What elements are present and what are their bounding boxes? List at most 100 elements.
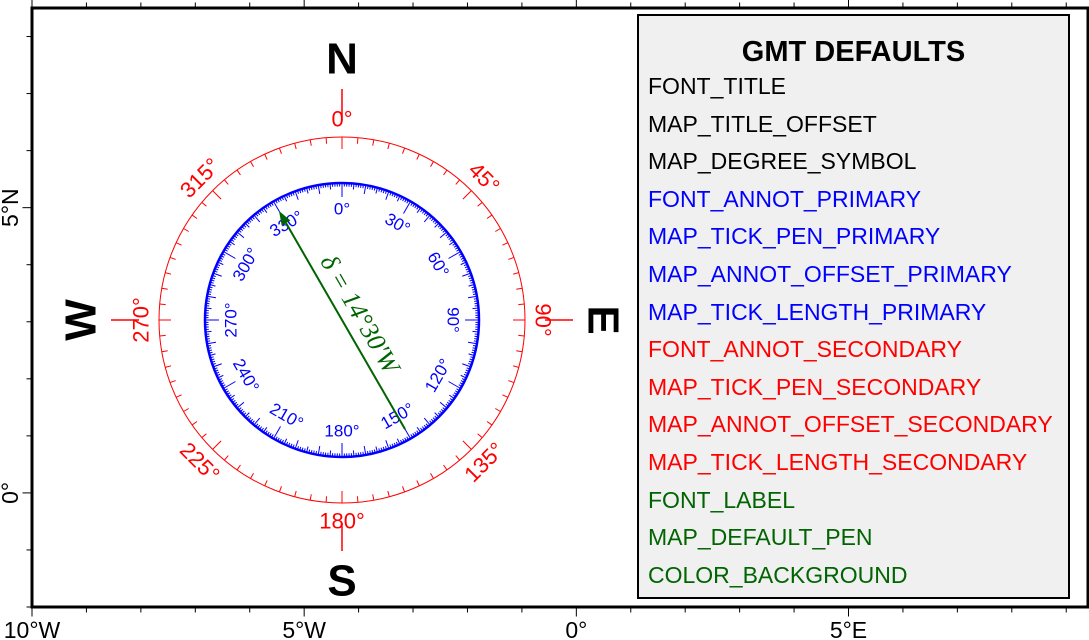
inner-tick: [434, 222, 440, 228]
inner-tick: [259, 426, 263, 430]
inner-annotation: 60°: [423, 249, 452, 281]
inner-tick: [473, 298, 478, 300]
outer-tick: [201, 201, 207, 207]
outer-tick: [278, 147, 282, 154]
inner-tick: [216, 373, 221, 377]
inner-tick: [268, 203, 272, 208]
inner-tick: [420, 427, 423, 432]
outer-tick: [402, 486, 406, 493]
inner-tick: [467, 295, 478, 299]
inner-tick: [239, 408, 244, 413]
inner-tick: [459, 382, 464, 385]
inner-tick: [320, 184, 322, 189]
inner-tick: [271, 202, 274, 206]
inner-tick: [213, 272, 222, 277]
outer-tick: [169, 380, 176, 384]
inner-tick: [317, 184, 321, 195]
inner-tick: [371, 186, 374, 191]
inner-tick: [215, 266, 220, 269]
inner-tick: [220, 255, 225, 258]
legend-title: GMT DEFAULTS: [741, 36, 966, 68]
inner-tick: [230, 239, 235, 242]
inner-tick: [468, 360, 473, 363]
inner-tick: [471, 288, 476, 291]
inner-tick: [233, 401, 238, 405]
inner-tick: [396, 195, 401, 202]
inner-tick: [416, 430, 420, 434]
inner-tick: [468, 353, 475, 356]
outer-annotation: 270°: [129, 297, 154, 343]
inner-tick: [205, 330, 212, 333]
inner-tick: [215, 371, 220, 374]
inner-tick: [462, 272, 471, 277]
legend-item: MAP_TICK_LENGTH_SECONDARY: [648, 448, 1028, 475]
inner-tick: [470, 356, 474, 359]
inner-tick: [296, 446, 300, 450]
inner-tick: [439, 231, 448, 239]
outer-tick: [443, 169, 448, 176]
outer-tick: [455, 455, 461, 461]
inner-tick: [213, 270, 218, 273]
outer-tick: [372, 139, 375, 146]
inner-tick: [434, 221, 438, 225]
inner-tick: [235, 403, 239, 407]
inner-tick: [261, 208, 264, 213]
inner-tick: [213, 363, 222, 368]
inner-tick: [446, 235, 451, 239]
inner-tick: [452, 394, 456, 398]
inner-tick: [248, 219, 252, 223]
outer-tick: [508, 256, 515, 260]
inner-tick: [469, 358, 474, 361]
inner-tick: [285, 441, 289, 446]
inner-tick: [228, 242, 232, 246]
inner-tick: [255, 213, 259, 217]
inner-tick: [264, 206, 268, 210]
inner-tick: [303, 448, 306, 452]
inner-tick: [223, 381, 236, 389]
inner-tick: [219, 257, 224, 260]
inner-tick: [352, 450, 355, 457]
inner-tick: [420, 208, 423, 213]
inner-tick: [430, 418, 435, 423]
inner-tick: [378, 188, 381, 192]
inner-tick: [226, 392, 231, 396]
inner-tick: [465, 369, 470, 372]
inner-tick: [212, 362, 216, 366]
inner-tick: [299, 189, 302, 194]
inner-tick: [384, 190, 388, 194]
inner-tick: [288, 193, 291, 198]
x-axis-label: 10°W: [4, 617, 61, 640]
y-axis-label: 5°N: [0, 188, 23, 227]
inner-tick: [208, 288, 213, 291]
x-axis-label: 5°W: [282, 617, 326, 640]
inner-tick: [226, 244, 231, 248]
legend-item: COLOR_BACKGROUND: [648, 561, 908, 588]
inner-tick: [373, 186, 376, 191]
legend-item: MAP_TICK_PEN_PRIMARY: [648, 223, 941, 250]
inner-tick: [218, 259, 223, 262]
outer-tick: [201, 433, 207, 439]
outer-tick: [486, 421, 493, 426]
inner-tick: [221, 253, 226, 256]
outer-tick: [512, 272, 519, 275]
inner-tick: [456, 249, 460, 252]
inner-tick: [229, 394, 235, 399]
inner-tick: [243, 412, 247, 416]
inner-tick: [437, 412, 441, 416]
inner-tick: [207, 291, 212, 293]
outer-tick: [443, 464, 448, 471]
inner-tick: [432, 219, 436, 223]
inner-tick: [210, 281, 214, 284]
outer-tick: [416, 480, 420, 487]
inner-tick: [404, 198, 407, 203]
inner-tick: [308, 449, 311, 454]
inner-tick: [416, 207, 421, 213]
inner-tick: [468, 274, 472, 278]
outer-tick: [462, 440, 472, 450]
inner-tick: [292, 191, 295, 196]
inner-tick: [288, 442, 291, 447]
inner-tick: [211, 360, 216, 363]
inner-tick: [458, 253, 463, 256]
inner-tick: [253, 417, 261, 426]
